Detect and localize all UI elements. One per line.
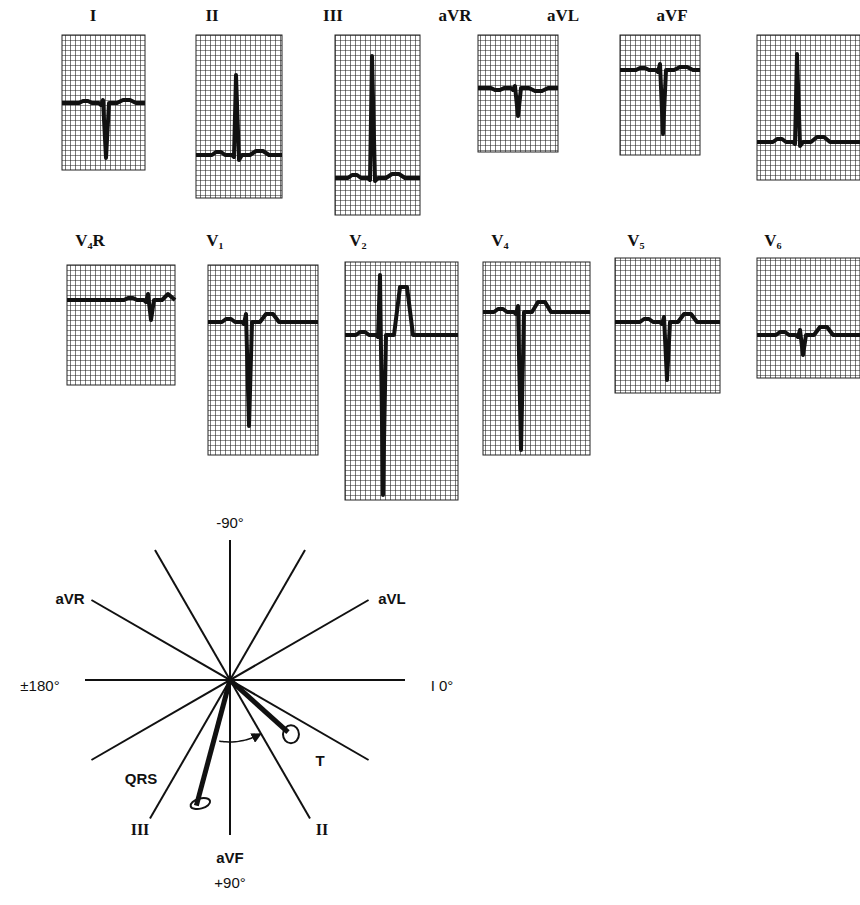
axis-label: QRS	[125, 771, 158, 786]
axis-label: I 0°	[431, 678, 454, 693]
ecg-trace	[208, 314, 318, 426]
axis-label: aVL	[378, 591, 406, 606]
ecg-strip	[615, 258, 720, 393]
t-vector	[230, 680, 288, 732]
ecg-strip	[620, 35, 700, 155]
ecg-trace	[67, 294, 175, 320]
ecg-strip	[483, 262, 590, 455]
axis-label: aVF	[216, 850, 244, 865]
ecg-trace	[478, 86, 558, 116]
ecg-strip	[757, 258, 860, 378]
grid-paper	[478, 35, 558, 152]
ecg-strip	[208, 265, 318, 455]
lead-label: II	[205, 7, 218, 24]
lead-axis	[91, 600, 368, 760]
grid-paper	[208, 265, 318, 455]
qrs-vector	[196, 680, 230, 806]
qrs-loop	[189, 796, 211, 811]
ecg-trace	[757, 327, 860, 355]
t-loop	[283, 725, 299, 743]
lead-axis	[155, 550, 310, 818]
ecg-trace	[620, 64, 700, 134]
lead-label: aVL	[547, 7, 579, 24]
axis-label: ±180°	[20, 678, 59, 693]
grid-paper	[615, 258, 720, 393]
grid-paper	[67, 265, 175, 385]
ecg-trace	[335, 56, 420, 181]
lead-label: V₁	[206, 232, 223, 249]
grid-paper	[196, 35, 282, 198]
angle-arrow	[219, 734, 260, 742]
lead-label: V₅	[627, 232, 644, 249]
ecg-trace	[615, 314, 720, 380]
lead-label: aVR	[438, 7, 471, 24]
lead-label: aVF	[656, 7, 687, 24]
grid-paper	[757, 258, 860, 378]
grid-paper	[757, 35, 860, 180]
ecg-strip	[478, 35, 558, 152]
lead-label: V₄R	[75, 232, 105, 249]
ecg-trace	[196, 75, 282, 160]
ecg-strip	[757, 35, 860, 180]
ecg-trace	[62, 100, 145, 158]
axis-label: aVR	[55, 591, 84, 606]
grid-paper	[483, 262, 590, 455]
lead-label: V₄	[491, 232, 508, 249]
ecg-strip	[196, 35, 282, 198]
lead-label: V₆	[764, 232, 781, 249]
ecg-strip	[67, 265, 175, 385]
axis-label: +90°	[214, 875, 245, 890]
ecg-strip	[345, 262, 458, 500]
grid-paper	[62, 35, 145, 170]
axis-label: -90°	[216, 515, 244, 530]
ecg-strip	[335, 35, 420, 215]
axis-label: III	[131, 822, 150, 838]
grid-paper	[620, 35, 700, 155]
ecg-strip	[62, 35, 145, 170]
axis-label: T	[315, 753, 324, 768]
ecg-trace	[483, 302, 590, 450]
lead-label: V₂	[349, 232, 366, 249]
grid-paper	[345, 262, 458, 500]
lead-axis	[85, 679, 405, 681]
ecg-trace	[757, 54, 860, 146]
lead-label: I	[90, 7, 97, 24]
axis-label: II	[316, 822, 328, 838]
lead-label: III	[323, 7, 343, 24]
lead-axis	[150, 550, 305, 818]
grid-paper	[335, 35, 420, 215]
ecg-trace	[345, 275, 458, 495]
